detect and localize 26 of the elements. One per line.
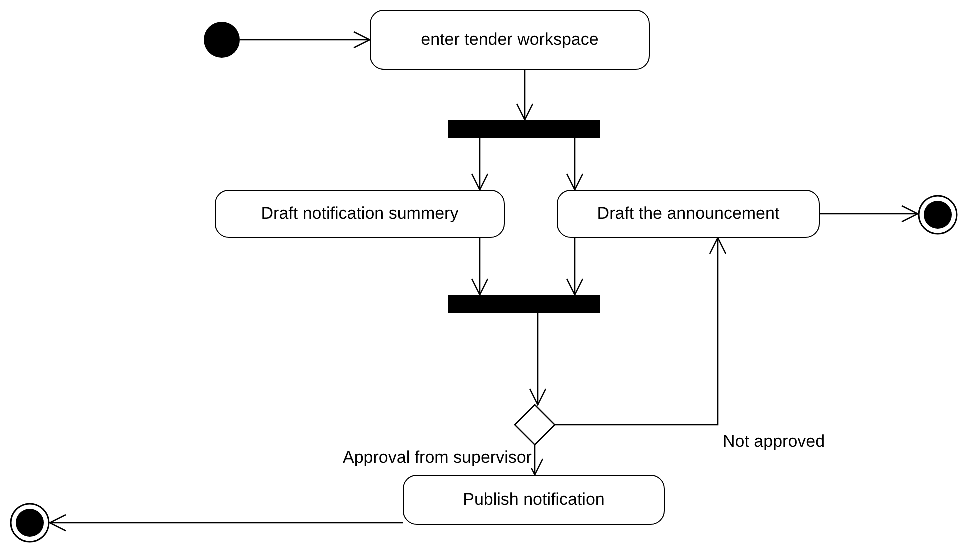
arrow bbox=[471, 138, 489, 191]
decision-diamond bbox=[515, 405, 555, 445]
arrow bbox=[566, 238, 584, 296]
end-node bbox=[918, 195, 958, 235]
arrow bbox=[529, 313, 547, 406]
arrow bbox=[516, 70, 534, 121]
edge-label: Not approved bbox=[722, 432, 826, 452]
start-node bbox=[204, 22, 240, 58]
activity-box bbox=[403, 475, 665, 525]
activity-label: Draft notification summery bbox=[261, 204, 459, 224]
sync-bar bbox=[448, 120, 600, 138]
arrow bbox=[820, 205, 919, 223]
activity-label: Draft the announcement bbox=[597, 204, 780, 224]
end-node bbox=[10, 503, 50, 543]
activity-box bbox=[370, 10, 650, 70]
arrow bbox=[555, 237, 727, 426]
activity-label: Publish notification bbox=[463, 490, 605, 510]
arrow bbox=[566, 138, 584, 191]
activity-box bbox=[215, 190, 505, 238]
arrow bbox=[49, 514, 403, 532]
edge-label: Approval from supervisor bbox=[342, 448, 533, 468]
activity-label: enter tender workspace bbox=[421, 30, 599, 50]
activity-box bbox=[557, 190, 820, 238]
arrow bbox=[471, 238, 489, 296]
sync-bar bbox=[448, 295, 600, 313]
arrow bbox=[240, 31, 371, 49]
